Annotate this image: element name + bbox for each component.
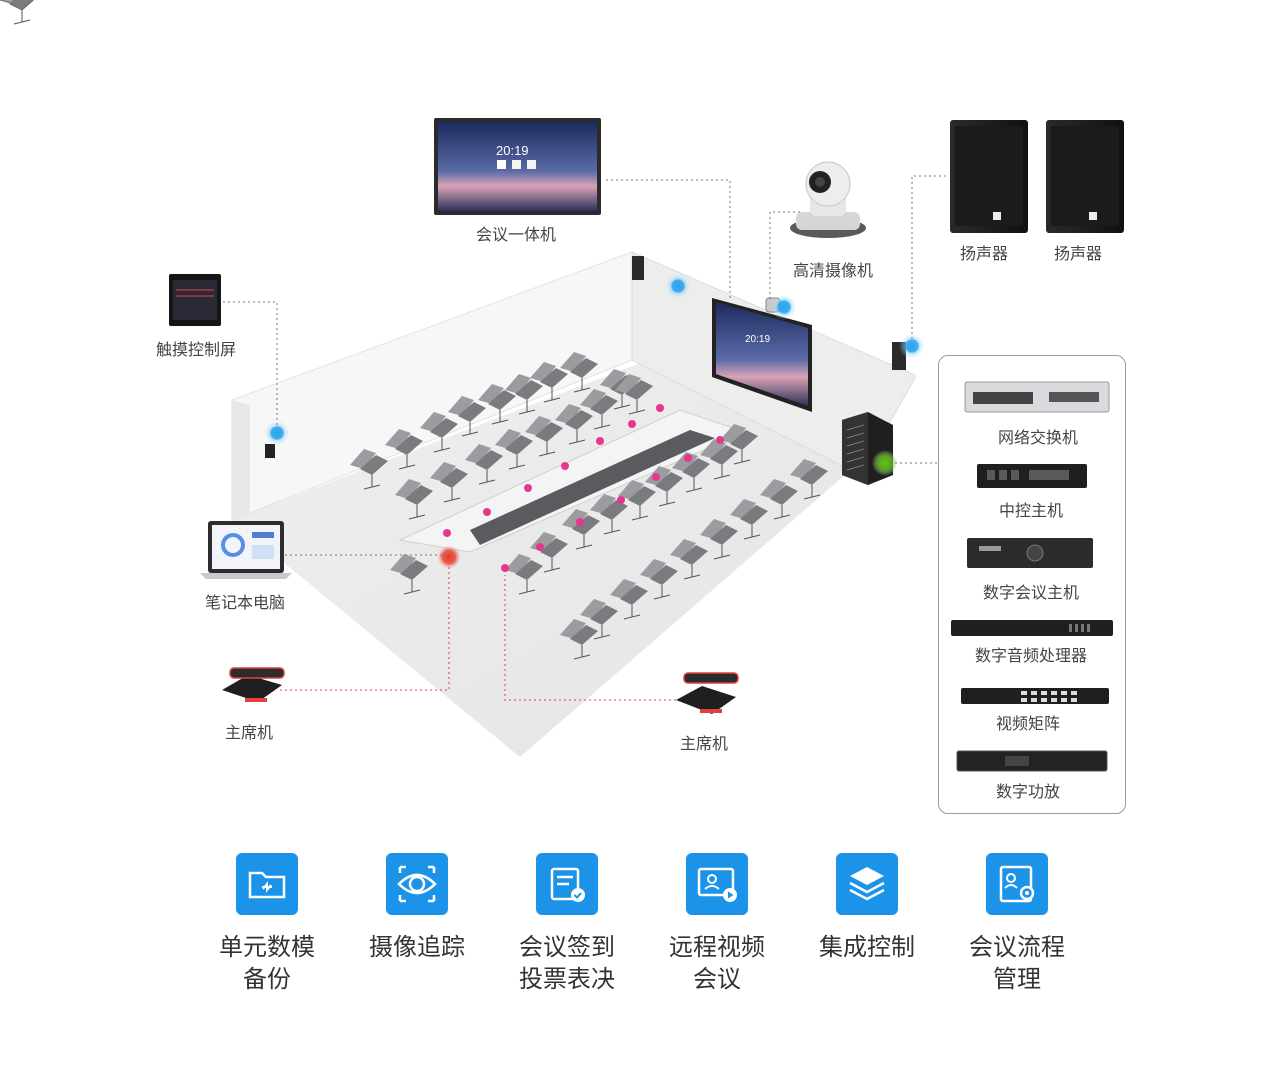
- equipment-rack-panel: 网络交换机 中控主机 数字会议主机 数字音频处理器 视频矩阵 数字功放: [938, 355, 1126, 814]
- central-control-host-icon: [977, 464, 1087, 488]
- wireless-indicator: [899, 333, 925, 359]
- conference-table: [398, 409, 747, 560]
- svg-text:20:19: 20:19: [496, 143, 529, 158]
- microphone-dots: [443, 404, 724, 572]
- equipment-label: 中控主机: [998, 501, 1064, 520]
- svg-text:20:19: 20:19: [745, 334, 770, 345]
- label-chairman-left: 主席机: [224, 723, 274, 742]
- feature-label: 集成控制: [819, 933, 915, 961]
- equipment-label: 数字音频处理器: [974, 646, 1088, 665]
- label-speaker-left: 扬声器: [959, 244, 1009, 263]
- feature-integrated-control: 集成控制: [807, 853, 927, 963]
- network-switch-icon: [964, 381, 1110, 413]
- video-matrix-icon: [961, 688, 1109, 704]
- room-floor: [232, 360, 915, 757]
- rack-indicator: [872, 450, 898, 476]
- digital-conference-host-icon: [967, 538, 1093, 568]
- feature-label: 单元数模 备份: [219, 933, 315, 993]
- label-hd-camera: 高清摄像机: [792, 261, 874, 280]
- feature-camera-tracking: 摄像追踪: [357, 853, 477, 963]
- red-connector-lines: [280, 565, 676, 701]
- feature-label: 摄像追踪: [369, 933, 465, 961]
- label-laptop: 笔记本电脑: [204, 593, 286, 612]
- equipment-label: 数字功放: [995, 782, 1061, 801]
- wireless-indicator: [264, 420, 290, 446]
- wireless-indicator: [771, 294, 797, 320]
- connector-lines: [223, 175, 946, 556]
- video-conference-icon: [686, 853, 748, 915]
- equipment-label: 数字会议主机: [982, 583, 1080, 602]
- conference-room-scene: 20:19: [0, 0, 1124, 757]
- speaker-device-right: [1046, 120, 1124, 233]
- feature-label: 会议签到 投票表决: [519, 933, 615, 993]
- wireless-indicator: [665, 273, 691, 299]
- feature-label: 远程视频 会议: [669, 933, 765, 993]
- power-amplifier-icon: [956, 750, 1108, 772]
- feature-process-management: 会议流程 管理: [957, 853, 1077, 995]
- laptop-device: [200, 521, 292, 579]
- feature-unit-backup: 单元数模 备份: [207, 853, 327, 995]
- label-conference-display: 会议一体机: [475, 225, 557, 244]
- speaker-device-left: [950, 120, 1028, 233]
- process-management-icon: [986, 853, 1048, 915]
- chairman-unit-right: [676, 672, 739, 714]
- feature-sign-in-vote: 会议签到 投票表决: [507, 853, 627, 995]
- equipment-label: 视频矩阵: [995, 714, 1061, 733]
- folder-sync-icon: [236, 853, 298, 915]
- audio-processor-icon: [951, 620, 1113, 636]
- label-touch-panel: 触摸控制屏: [155, 340, 237, 359]
- hd-camera-device: [790, 161, 866, 238]
- feature-remote-video: 远程视频 会议: [657, 853, 777, 995]
- wall-display: 20:19: [712, 298, 812, 412]
- chairman-unit-left: [222, 667, 285, 702]
- feature-label: 会议流程 管理: [969, 933, 1065, 993]
- touch-control-screen-device: [169, 274, 221, 326]
- chairman-indicator: [437, 545, 461, 569]
- sign-in-vote-icon: [536, 853, 598, 915]
- label-chairman-right: 主席机: [679, 734, 729, 753]
- eye-tracking-icon: [386, 853, 448, 915]
- chairs: [0, 0, 35, 25]
- equipment-label: 网络交换机: [997, 428, 1079, 447]
- conference-display-device: 20:19: [434, 118, 601, 215]
- equipment-illustrations: [951, 381, 1113, 772]
- layers-icon: [836, 853, 898, 915]
- label-speaker-right: 扬声器: [1053, 244, 1103, 263]
